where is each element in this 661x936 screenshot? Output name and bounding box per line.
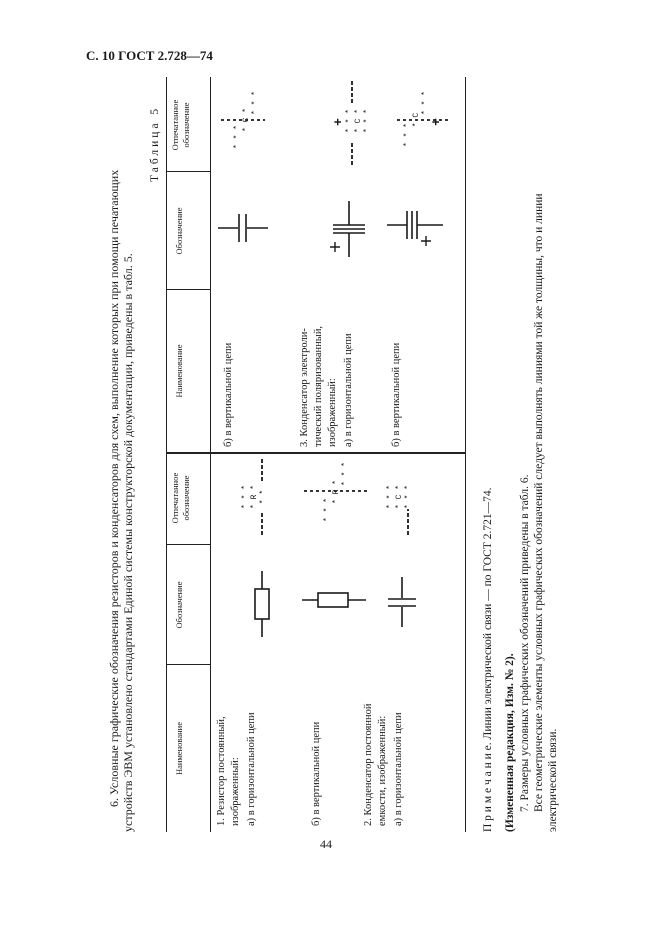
col-header-printed-right: Отпечатанное обозначение [170, 99, 191, 151]
row2a-label: а) в горизонтальной цепи [393, 712, 404, 826]
row3a-label: а) в горизонтальной цепи [343, 333, 354, 447]
note-primechanie: П р и м е ч а н и е. Линии электрической… [482, 487, 494, 832]
table-top-rule [166, 77, 168, 832]
capacitor-vertical-symbol [218, 214, 268, 242]
row3-title-line1: 3. Конденсатор электроли- [299, 328, 310, 447]
printed-resistor-vertical-lead [304, 490, 370, 492]
row2-title-line1: 2. Конденсатор постоянной [363, 703, 374, 826]
col-header-symbol-right: Обозначение [174, 207, 184, 255]
col-div-l1 [166, 664, 210, 665]
row2b-label: б) в вертикальной цепи [223, 342, 234, 447]
table-center-divider [166, 452, 466, 454]
resistor-horizontal-symbol [254, 571, 270, 637]
printed-capacitor-horizontal-leads [407, 509, 409, 535]
printed-capacitor-vertical-lead [221, 119, 265, 121]
note-p7-line1: 7. Размеры условных графических обозначе… [519, 474, 531, 812]
printed-electrolytic-h-bot: * * * [363, 109, 372, 134]
printed-electrolytic-horizontal-leads [351, 79, 353, 165]
col-header-name-right: Наименование [174, 344, 184, 398]
printed-capacitor-v-bot: * * * [251, 91, 260, 116]
page-header: С. 10 ГОСТ 2.728—74 [86, 48, 213, 63]
rotated-page-content: 6. Условные графические обозначения рези… [62, 32, 582, 832]
row1-title-line2: изображенный: [230, 757, 241, 826]
table-caption: Таблица 5 [149, 105, 161, 182]
printed-capacitor-h-bot: * * * [404, 485, 413, 510]
col-div-l2 [166, 544, 210, 545]
printed-resistor-h-bot: * * [259, 489, 268, 505]
row3b-label: б) в вертикальной цепи [391, 342, 402, 447]
note-p7-line3: электрической связи. [547, 728, 559, 832]
electrolytic-capacitor-vertical-symbol [387, 211, 443, 246]
col-header-printed-left: Отпечатанное обозначение [170, 472, 191, 524]
note-p7-line2: Все геометрические элементы условных гра… [533, 193, 545, 812]
intro-line-1: 6. Условные графические обозначения рези… [107, 169, 121, 807]
row3-title-line3: изображенный: [327, 378, 338, 447]
printed-electrolytic-h-plus: + [331, 118, 346, 126]
col-div-r2 [166, 171, 210, 172]
printed-resistor-horizontal-leads [261, 459, 263, 535]
electrolytic-capacitor-horizontal-symbol [330, 201, 365, 257]
header-rule [210, 77, 211, 832]
row2-title-line2: емкости, изображенный: [377, 715, 388, 826]
table-bottom-rule [465, 77, 467, 832]
intro-line-2: устройств ЭВМ установлено стандартами Ед… [121, 253, 135, 832]
resistor-vertical-symbol [302, 592, 366, 608]
row1-title-line1: 1. Резистор постоянный, [216, 716, 227, 826]
col-header-name-left: Наименование [174, 722, 184, 775]
printed-resistor-v-bot: * * * [341, 462, 350, 487]
row1b-label: б) в вертикальной цепи [311, 721, 322, 826]
note-izm: (Измененная редакция, Изм. № 2). [504, 653, 516, 832]
row3-title-line2: тический поляризованный, [313, 325, 324, 447]
col-header-symbol-left: Обозначение [174, 581, 184, 629]
printed-electrolytic-v-plus: + [429, 118, 444, 126]
printed-electrolytic-vertical-lead [397, 119, 449, 121]
capacitor-horizontal-symbol [388, 577, 416, 627]
page-number: 44 [320, 837, 332, 851]
col-div-r1 [166, 289, 210, 290]
row1a-label: а) в горизонтальной цепи [246, 712, 257, 826]
